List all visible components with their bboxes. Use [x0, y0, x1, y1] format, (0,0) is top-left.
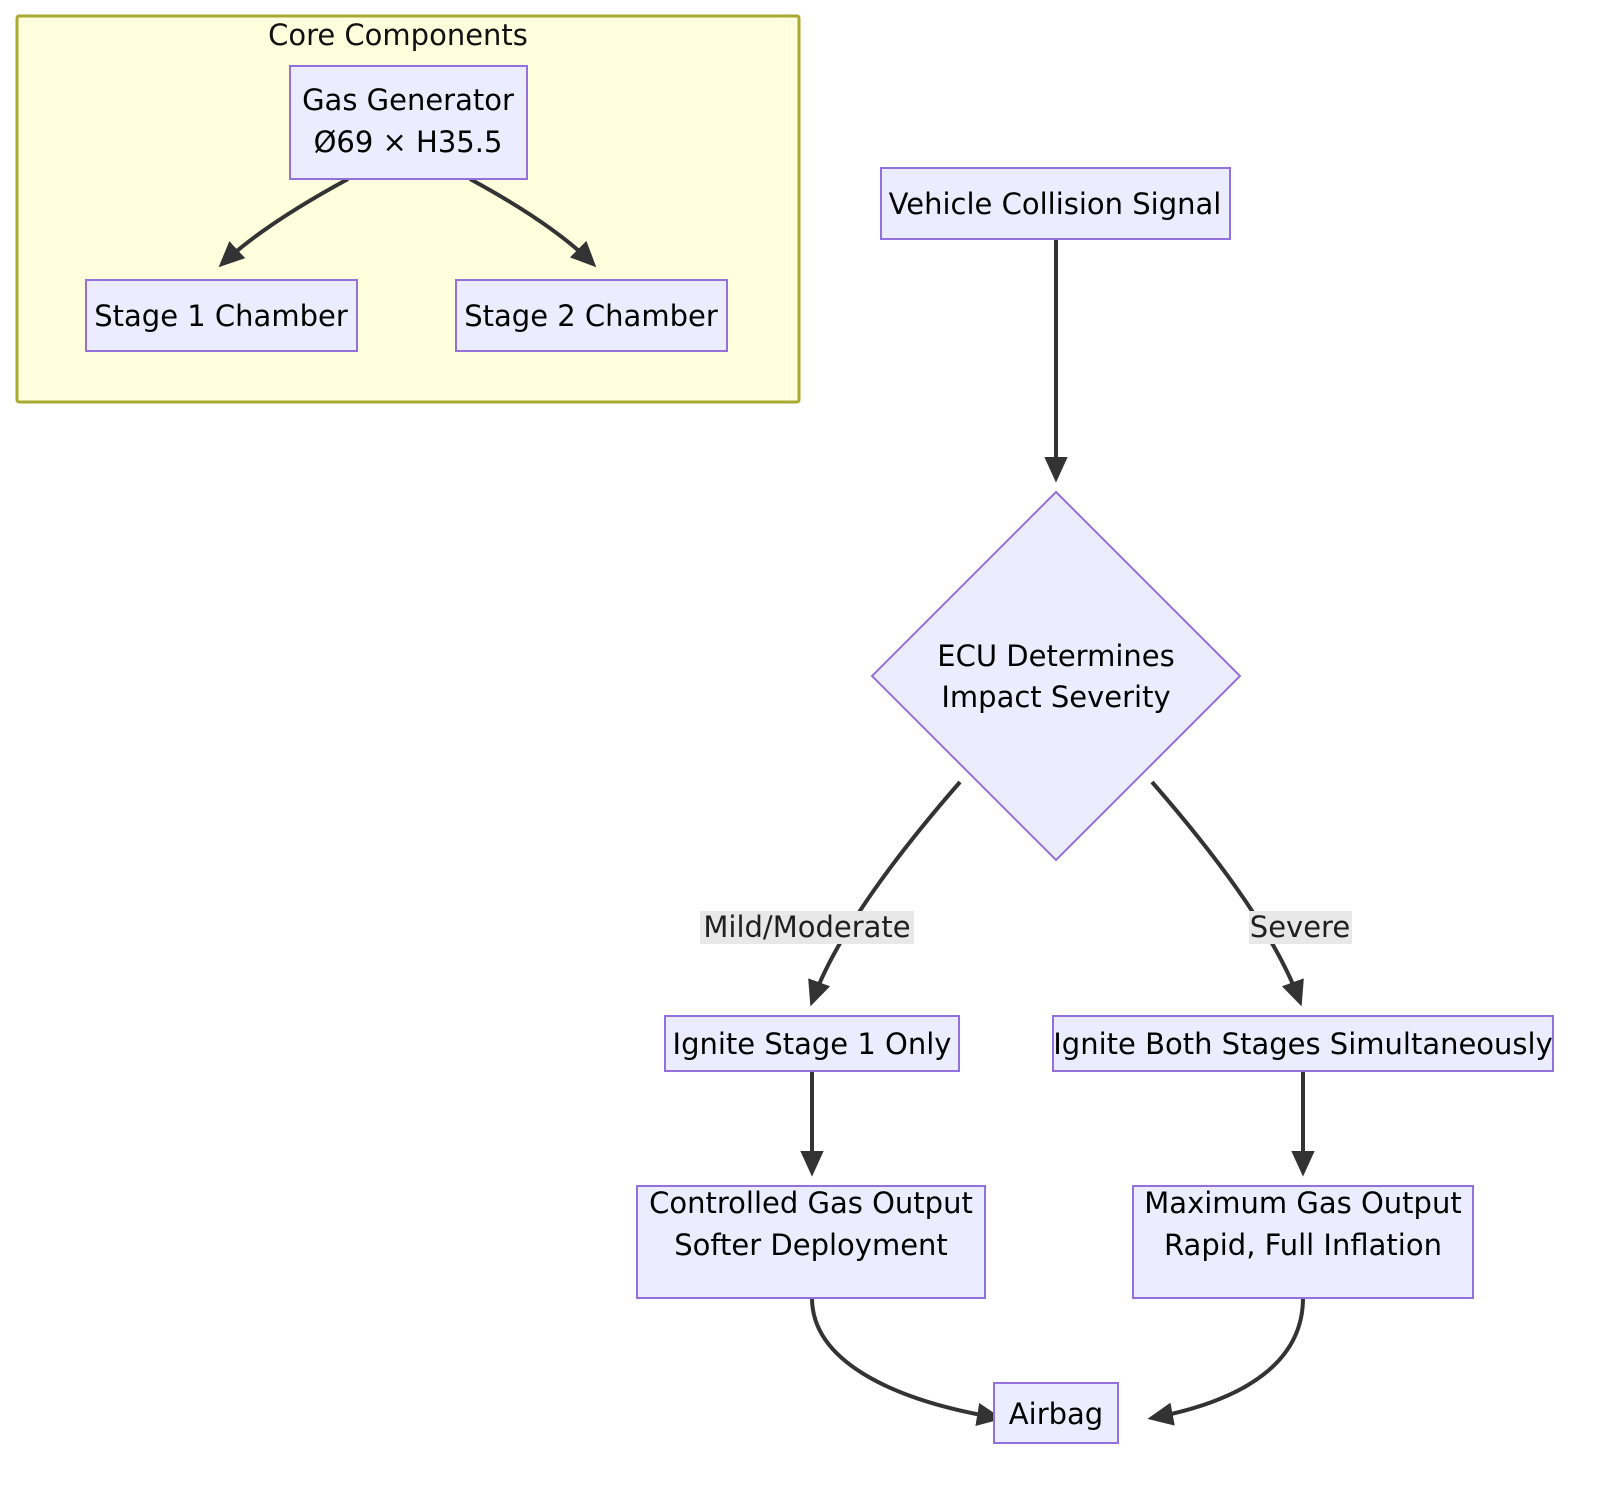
cluster-core-components-title: Core Components: [268, 18, 528, 52]
node-ignite-both-stages-rect[interactable]: [1052, 1015, 1554, 1072]
node-vehicle-collision-signal-rect[interactable]: [880, 167, 1231, 240]
edge-label-mild-moderate-bg: [700, 911, 914, 944]
edge-gas-generator-to-stage-1: [218, 177, 349, 268]
node-controlled-gas-output-rect[interactable]: [636, 1185, 986, 1299]
node-stage-2-chamber-rect[interactable]: [455, 279, 728, 352]
node-stage-2-chamber-label: Stage 2 Chamber: [464, 299, 718, 333]
node-gas-generator-label-line1: Gas Generator: [302, 83, 514, 117]
edge-label-mild-moderate-text: Mild/Moderate: [703, 910, 910, 944]
node-ecu-diamond-shape[interactable]: [870, 490, 1242, 862]
node-vehicle-collision-signal-label: Vehicle Collision Signal: [889, 187, 1222, 221]
node-stage-2-chamber[interactable]: Stage 2 Chamber: [455, 279, 728, 352]
node-stage-1-chamber-label: Stage 1 Chamber: [94, 299, 348, 333]
edge-controlled-to-airbag: [810, 1297, 1003, 1427]
node-gas-generator[interactable]: Gas Generator Ø69 × H35.5: [289, 65, 528, 180]
node-maximum-gas-output[interactable]: Maximum Gas Output Rapid, Full Inflation: [1132, 1185, 1474, 1299]
node-maximum-gas-output-rect[interactable]: [1132, 1185, 1474, 1299]
node-ignite-stage-1-only-rect[interactable]: [664, 1015, 960, 1072]
node-vehicle-collision-signal[interactable]: Vehicle Collision Signal: [880, 167, 1231, 240]
node-controlled-gas-output[interactable]: Controlled Gas Output Softer Deployment: [636, 1185, 986, 1299]
node-ignite-both-stages[interactable]: Ignite Both Stages Simultaneously: [1052, 1015, 1554, 1072]
edge-label-severe-bg: [1249, 911, 1352, 944]
edge-label-severe: Severe: [1249, 910, 1352, 944]
node-maximum-gas-output-label-line1: Maximum Gas Output: [1144, 1186, 1461, 1220]
node-ecu-label-line2: Impact Severity: [941, 680, 1170, 714]
node-airbag-rect[interactable]: [993, 1382, 1119, 1444]
edge-maximum-to-airbag: [1147, 1297, 1305, 1426]
node-ecu-determines-impact-severity[interactable]: ECU Determines Impact Severity: [870, 490, 1242, 862]
node-ignite-both-stages-label: Ignite Both Stages Simultaneously: [1053, 1027, 1553, 1061]
node-ecu-label-line1: ECU Determines: [937, 639, 1174, 673]
edge-gas-generator-to-stage-2: [469, 177, 597, 268]
node-stage-1-chamber-rect[interactable]: [85, 279, 358, 352]
edge-label-mild-moderate: Mild/Moderate: [700, 910, 914, 944]
node-gas-generator-rect[interactable]: [289, 65, 528, 180]
node-controlled-gas-output-label-line1: Controlled Gas Output: [649, 1186, 973, 1220]
edge-ecu-to-ignite-stage-1: [808, 780, 962, 1007]
node-ignite-stage-1-only[interactable]: Ignite Stage 1 Only: [664, 1015, 960, 1072]
node-maximum-gas-output-label-line2: Rapid, Full Inflation: [1164, 1228, 1442, 1262]
node-airbag-label: Airbag: [1009, 1397, 1103, 1431]
edge-label-severe-text: Severe: [1250, 910, 1350, 944]
node-stage-1-chamber[interactable]: Stage 1 Chamber: [85, 279, 358, 352]
node-controlled-gas-output-label-line2: Softer Deployment: [674, 1228, 948, 1262]
edge-ecu-to-ignite-both: [1150, 780, 1304, 1007]
node-gas-generator-label-line2: Ø69 × H35.5: [314, 125, 503, 159]
node-ignite-stage-1-only-label: Ignite Stage 1 Only: [673, 1027, 952, 1061]
node-airbag[interactable]: Airbag: [993, 1382, 1119, 1444]
